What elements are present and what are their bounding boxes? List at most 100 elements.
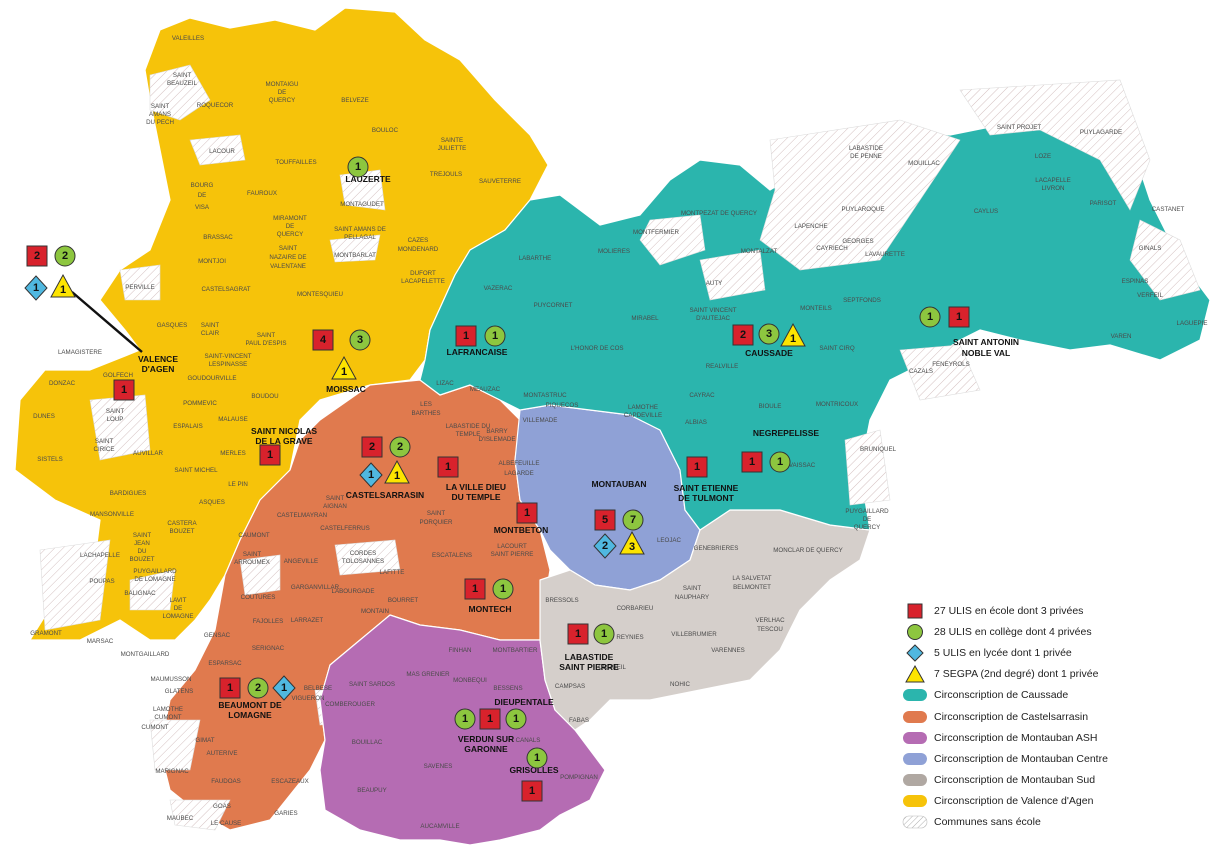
commune-label: SAINT VINCENT — [690, 307, 737, 314]
commune-label: LAVIT — [170, 597, 187, 604]
commune-label: VALEILLES — [172, 35, 204, 42]
commune-label: LE CAUSE — [211, 820, 242, 827]
valence-no-school-5 — [119, 264, 161, 301]
commune-label: PUYCORNET — [534, 302, 573, 309]
commune-label: MONTEILS — [800, 305, 832, 312]
svg-text:1: 1 — [534, 752, 540, 764]
commune-label: DE LOMAGNE — [134, 576, 175, 583]
montauban-sud-swatch-icon — [902, 770, 928, 790]
commune-label: GRAMONT — [30, 630, 62, 637]
commune-label: MONBEQUI — [453, 677, 487, 684]
commune-label: LABOURGADE — [332, 588, 375, 595]
commune-label: LOUP — [107, 416, 124, 423]
commune-label: MONTALZAT — [741, 248, 778, 255]
commune-labels: VALEILLES MONTAIGU DE QUERCY SAINT BEAUZ… — [30, 35, 521, 658]
svg-text:1: 1 — [267, 449, 273, 461]
svg-text:1: 1 — [790, 333, 796, 345]
commune-label: CAYRAC — [689, 392, 715, 399]
commune-label: SERIGNAC — [252, 645, 285, 652]
commune-label: SAINT — [133, 532, 151, 539]
svg-text:1: 1 — [33, 282, 39, 294]
commune-label: SAINT — [683, 585, 701, 592]
college-marker: 3 — [758, 323, 780, 345]
commune-label: LABARTHE — [519, 255, 552, 262]
commune-label: PUYGAILLARD — [845, 508, 889, 515]
map-legend: 27 ULIS en école dont 3 privées 28 ULIS … — [902, 600, 1202, 833]
college-marker: 1 — [769, 451, 791, 473]
commune-label: VAREN — [1111, 333, 1132, 340]
ecole-marker: 1 — [516, 502, 538, 524]
commune-label: CORBARIEU — [617, 605, 654, 612]
legend-item-valence: Circonscription de Valence d'Agen — [902, 791, 1202, 812]
commune-label: MIRABEL — [631, 315, 659, 322]
legend-label-ulis-college: 28 ULIS en collège dont 4 privées — [934, 625, 1092, 638]
commune-label: CASTERA — [167, 520, 197, 527]
commune-label: VIGUERON — [291, 695, 324, 702]
city-dieupentale: DIEUPENTALE — [494, 697, 554, 707]
svg-text:1: 1 — [394, 470, 400, 482]
commune-label: DE — [863, 516, 872, 523]
commune-label: MAUMUSSON — [151, 676, 192, 683]
college-marker: 1 — [347, 156, 369, 178]
commune-label: REYNIES — [616, 634, 643, 641]
commune-labels-east: MONTPEZAT DE QUERCY MONTFERMIER LABARTHE… — [484, 124, 1208, 531]
commune-label: BRUNIQUEL — [860, 446, 897, 453]
commune-label: FAUDOAS — [211, 778, 241, 785]
city-negrepelisse: NEGREPELISSE — [753, 428, 819, 438]
city-castelsarrasin: CASTELSARRASIN — [346, 490, 424, 500]
svg-text:3: 3 — [766, 328, 772, 340]
commune-label: BEAUZEIL — [167, 80, 197, 87]
valence-swatch-icon — [902, 791, 928, 811]
commune-label: BOUZET — [169, 528, 194, 535]
region-montauban-sud-shape — [539, 509, 871, 731]
commune-label: ESCAZEAUX — [271, 778, 308, 785]
region-montauban-sud — [539, 509, 871, 731]
castel-no-school-4 — [149, 719, 201, 771]
commune-label: LES — [420, 401, 432, 408]
commune-label: MONTGAILLARD — [121, 651, 170, 658]
commune-label: CLAIR — [201, 330, 220, 337]
montauban-centre-swatch-icon — [902, 749, 928, 769]
lycee-marker: 1 — [24, 275, 48, 301]
commune-label: CASTELMAYRAN — [277, 512, 327, 519]
commune-label: SAINT MICHEL — [174, 467, 218, 474]
commune-label: SAINT AMANS DE — [334, 226, 386, 233]
commune-label: SAINT PROJET — [997, 124, 1041, 131]
city-caussade: CAUSSADE — [745, 348, 793, 358]
commune-label: DUFORT — [410, 270, 436, 277]
commune-label: BELVEZE — [341, 97, 368, 104]
commune-label: CANALS — [516, 737, 541, 744]
commune-label: DUNES — [33, 413, 55, 420]
commune-label: SAINTE — [441, 137, 463, 144]
commune-label: CAZALS — [909, 368, 933, 375]
ecole-marker: 1 — [948, 306, 970, 328]
college-marker: 1 — [919, 306, 941, 328]
valence-no-school-4 — [329, 234, 381, 263]
svg-text:3: 3 — [629, 541, 635, 553]
commune-label: GEORGES — [842, 238, 873, 245]
city-beaumont-line2: LOMAGNE — [228, 710, 272, 720]
legend-item-ulis-lycee: 5 ULIS en lycée dont 1 privée — [902, 642, 1202, 663]
ecole-marker: 1 — [686, 456, 708, 478]
legend-label-valence: Circonscription de Valence d'Agen — [934, 795, 1094, 808]
valence-no-school-2 — [189, 134, 246, 166]
commune-label: ALBIAS — [685, 419, 707, 426]
commune-label: AUCAMVILLE — [420, 823, 459, 830]
commune-label: AMANS — [149, 111, 171, 118]
commune-label: POMMEVIC — [183, 400, 217, 407]
commune-label: DE — [286, 223, 295, 230]
city-montbeton: MONTBETON — [494, 525, 549, 535]
region-valence — [14, 7, 549, 641]
commune-label: SAINT — [257, 332, 275, 339]
commune-label: CAUMONT — [238, 532, 269, 539]
svg-text:1: 1 — [368, 469, 374, 481]
commune-label: SAINT CIRQ — [819, 345, 854, 352]
city-verdun-line1: VERDUN SUR — [458, 734, 514, 744]
commune-label: LAMOTHE — [153, 706, 183, 713]
commune-label: PERVILLE — [125, 284, 154, 291]
commune-label: SAINT — [279, 245, 297, 252]
castel-no-school-5 — [169, 799, 231, 831]
commune-labels-south: CAUMONT CASTELMAYRAN SAINT AIGNAN SAINT … — [141, 380, 842, 830]
commune-label: TESCOU — [757, 626, 783, 633]
commune-label: MONTASTRUC — [523, 392, 567, 399]
